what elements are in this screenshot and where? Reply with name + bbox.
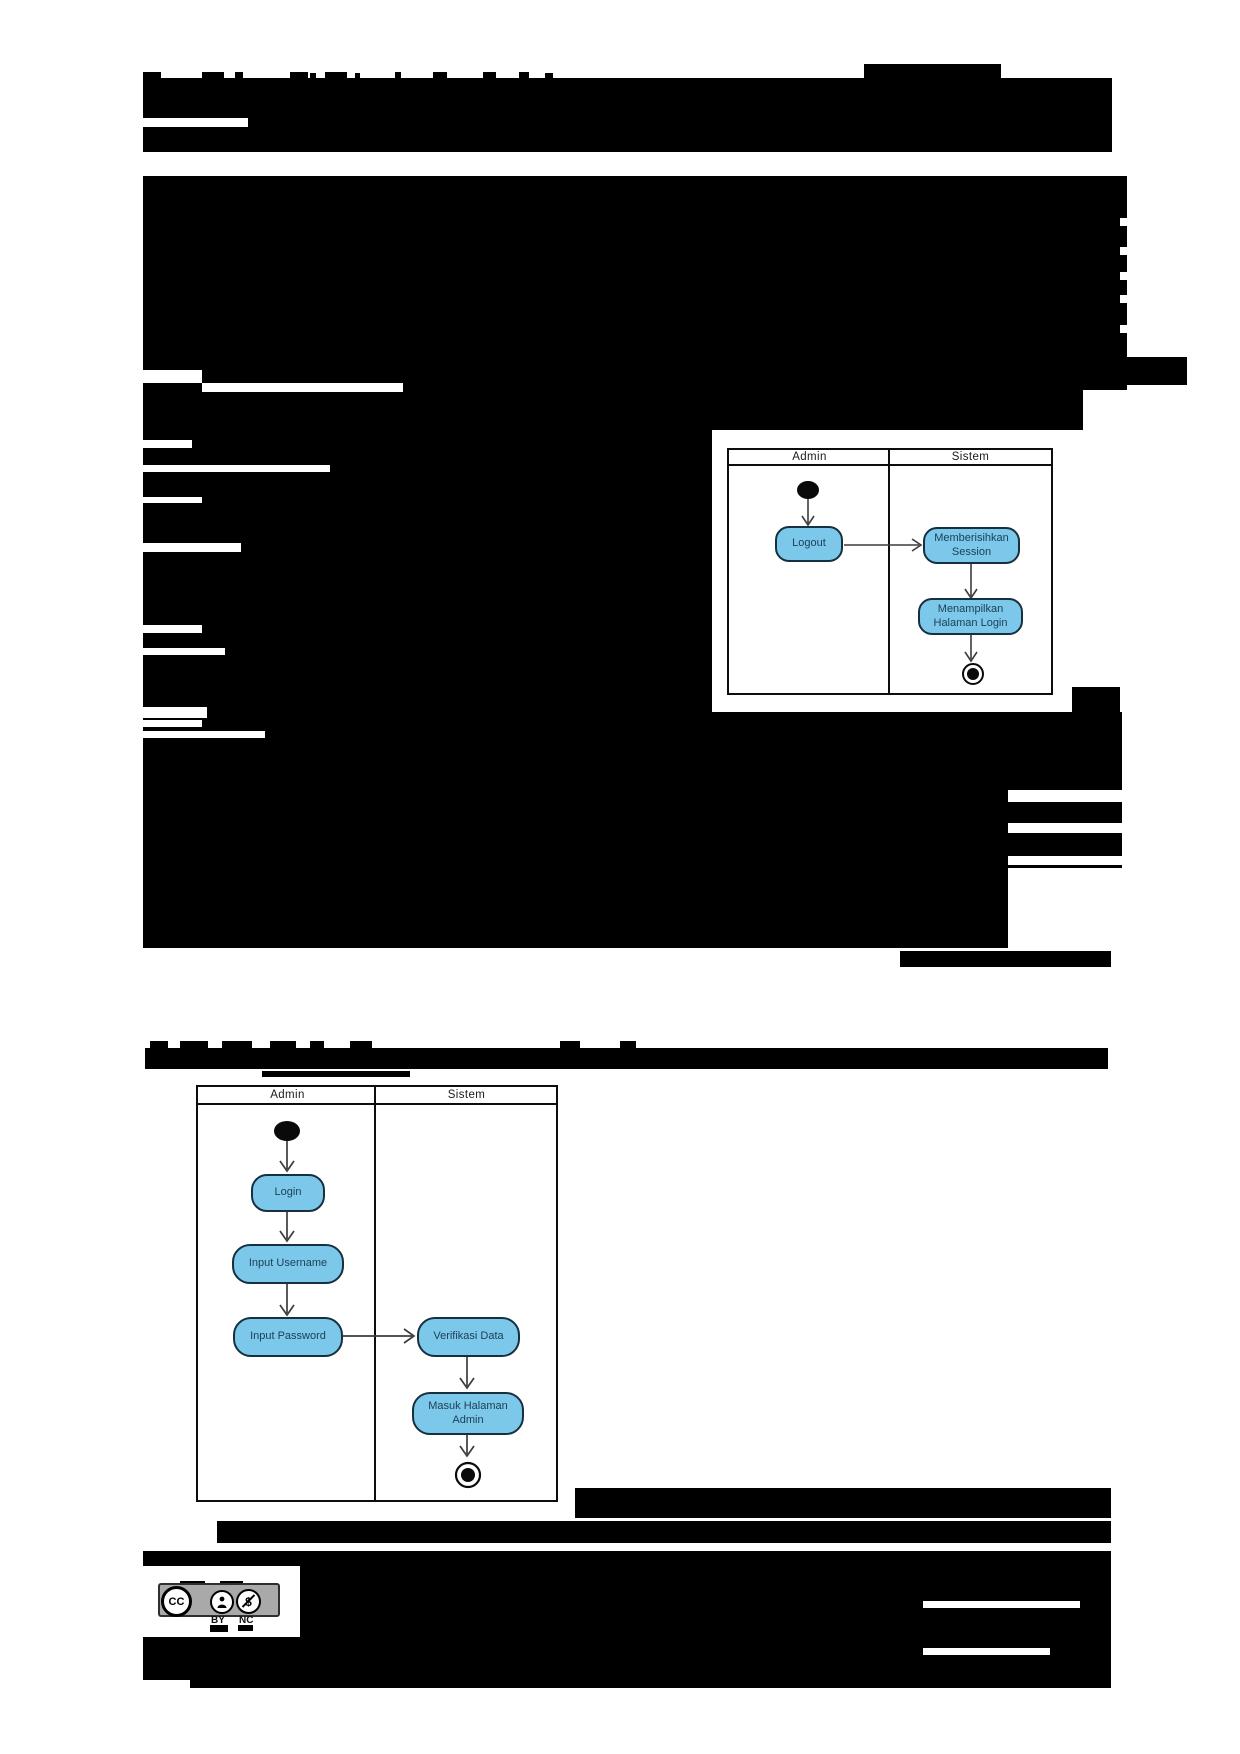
redacted-text-bar [262,1071,410,1077]
redacted-text-bar [575,1488,1111,1518]
redaction-line-gap [1083,390,1127,438]
redaction-line-gap [1120,218,1132,226]
redacted-text-bar [864,64,1001,79]
redaction-line-gap [143,707,207,718]
redacted-text-bar [222,1041,252,1049]
redacted-text-bar [620,1041,636,1049]
diagram2-lane-divider [374,1087,376,1500]
redacted-text-bar [217,1521,1111,1543]
redaction-line-gap [1008,790,1122,802]
node-verifikasi-data: Verifikasi Data [417,1317,520,1357]
redacted-text-bar [483,72,496,80]
redacted-text-bar [143,1551,1111,1566]
redaction-line-gap [1120,325,1132,333]
redaction-line-gap [143,720,202,727]
redaction-line-gap [1120,295,1132,303]
redacted-text-bar [143,78,1112,118]
redaction-line-gap [1008,856,1122,865]
redacted-text-bar [143,430,712,695]
redacted-text-bar [238,1625,253,1631]
node-logout: Logout [775,526,843,562]
redaction-line-gap [923,1648,1050,1655]
diagram2-lane-header: Admin Sistem [198,1087,556,1105]
redacted-text-bar [143,72,161,80]
redacted-text-bar [560,1041,580,1049]
redacted-text-bar [395,72,401,80]
redaction-line-gap [143,465,330,472]
redacted-text-bar [433,72,447,80]
node-menampilkan-halaman-login: Menampilkan Halaman Login [918,598,1023,635]
redaction-line-gap [143,625,202,633]
redaction-line-gap [1008,868,1122,948]
start-node [274,1121,300,1141]
redaction-line-gap [143,543,241,552]
redacted-text-bar [235,72,243,80]
redaction-line-gap [143,731,265,738]
activity-diagram-logout: Admin Sistem Logout Memberisihkan Sessio… [727,448,1053,695]
cc-by-label: BY [211,1615,225,1626]
diagram1-lane-sistem-label: Sistem [951,451,990,463]
cc-icon: CC [161,1586,192,1617]
diagram1-lane-divider [888,450,890,693]
start-node [797,481,819,499]
redaction-line-gap [1008,823,1122,833]
end-node-core [967,668,979,680]
cc-nc-dollar-icon: $ [236,1589,261,1614]
redaction-line-gap [143,440,192,448]
diagram2-connectors [274,1121,482,1489]
redacted-text-bar [180,1041,208,1049]
redaction-line-gap [143,497,202,503]
redacted-text-bar [900,951,1111,967]
redacted-text-bar [310,1041,324,1049]
cc-by-person-icon [210,1590,234,1614]
redacted-text-bar [1072,687,1120,712]
diagram1-lane-header: Admin Sistem [729,450,1051,466]
redacted-text-bar [519,72,529,80]
diagram1-lane-admin-label: Admin [792,451,827,463]
node-login: Login [251,1174,325,1212]
redaction-line-gap [1120,272,1132,280]
redacted-text-bar [248,118,1112,152]
redacted-text-bar [350,1041,372,1049]
redacted-text-bar [143,1637,1111,1680]
cc-nc-label: NC [239,1615,254,1626]
redacted-text-bar [143,127,248,152]
redacted-text-bar [150,1041,168,1049]
redacted-text-bar [355,73,360,80]
redacted-text-bar [290,72,308,80]
end-node-core [461,1468,475,1482]
node-input-username: Input Username [232,1244,344,1284]
redacted-text-bar [202,72,224,80]
redacted-text-bar [325,72,347,80]
redacted-text-bar [1127,357,1187,385]
redacted-text-bar [190,1680,1111,1688]
node-memberisihkan-session: Memberisihkan Session [923,527,1020,564]
redaction-line-gap [923,1601,1080,1608]
redaction-line-gap [1120,247,1132,255]
node-masuk-halaman-admin: Masuk Halaman Admin [412,1392,524,1435]
redacted-text-bar [270,1041,296,1049]
diagram1-connectors [797,481,984,685]
activity-diagram-login: Admin Sistem Login In [196,1085,558,1502]
redacted-text-bar [145,1048,1108,1069]
node-input-password: Input Password [233,1317,343,1357]
diagram2-lane-sistem-label: Sistem [447,1089,486,1101]
redacted-text-bar [210,1625,228,1632]
redacted-text-bar [143,695,712,712]
redacted-text-bar [545,73,553,80]
redaction-line-gap [143,648,225,655]
redaction-line-gap [202,383,403,392]
redaction-line-gap [143,370,202,383]
redacted-text-bar [310,73,316,80]
diagram2-lane-admin-label: Admin [270,1089,305,1101]
redacted-text-bar [143,712,1122,948]
person-glyph [217,1596,227,1608]
